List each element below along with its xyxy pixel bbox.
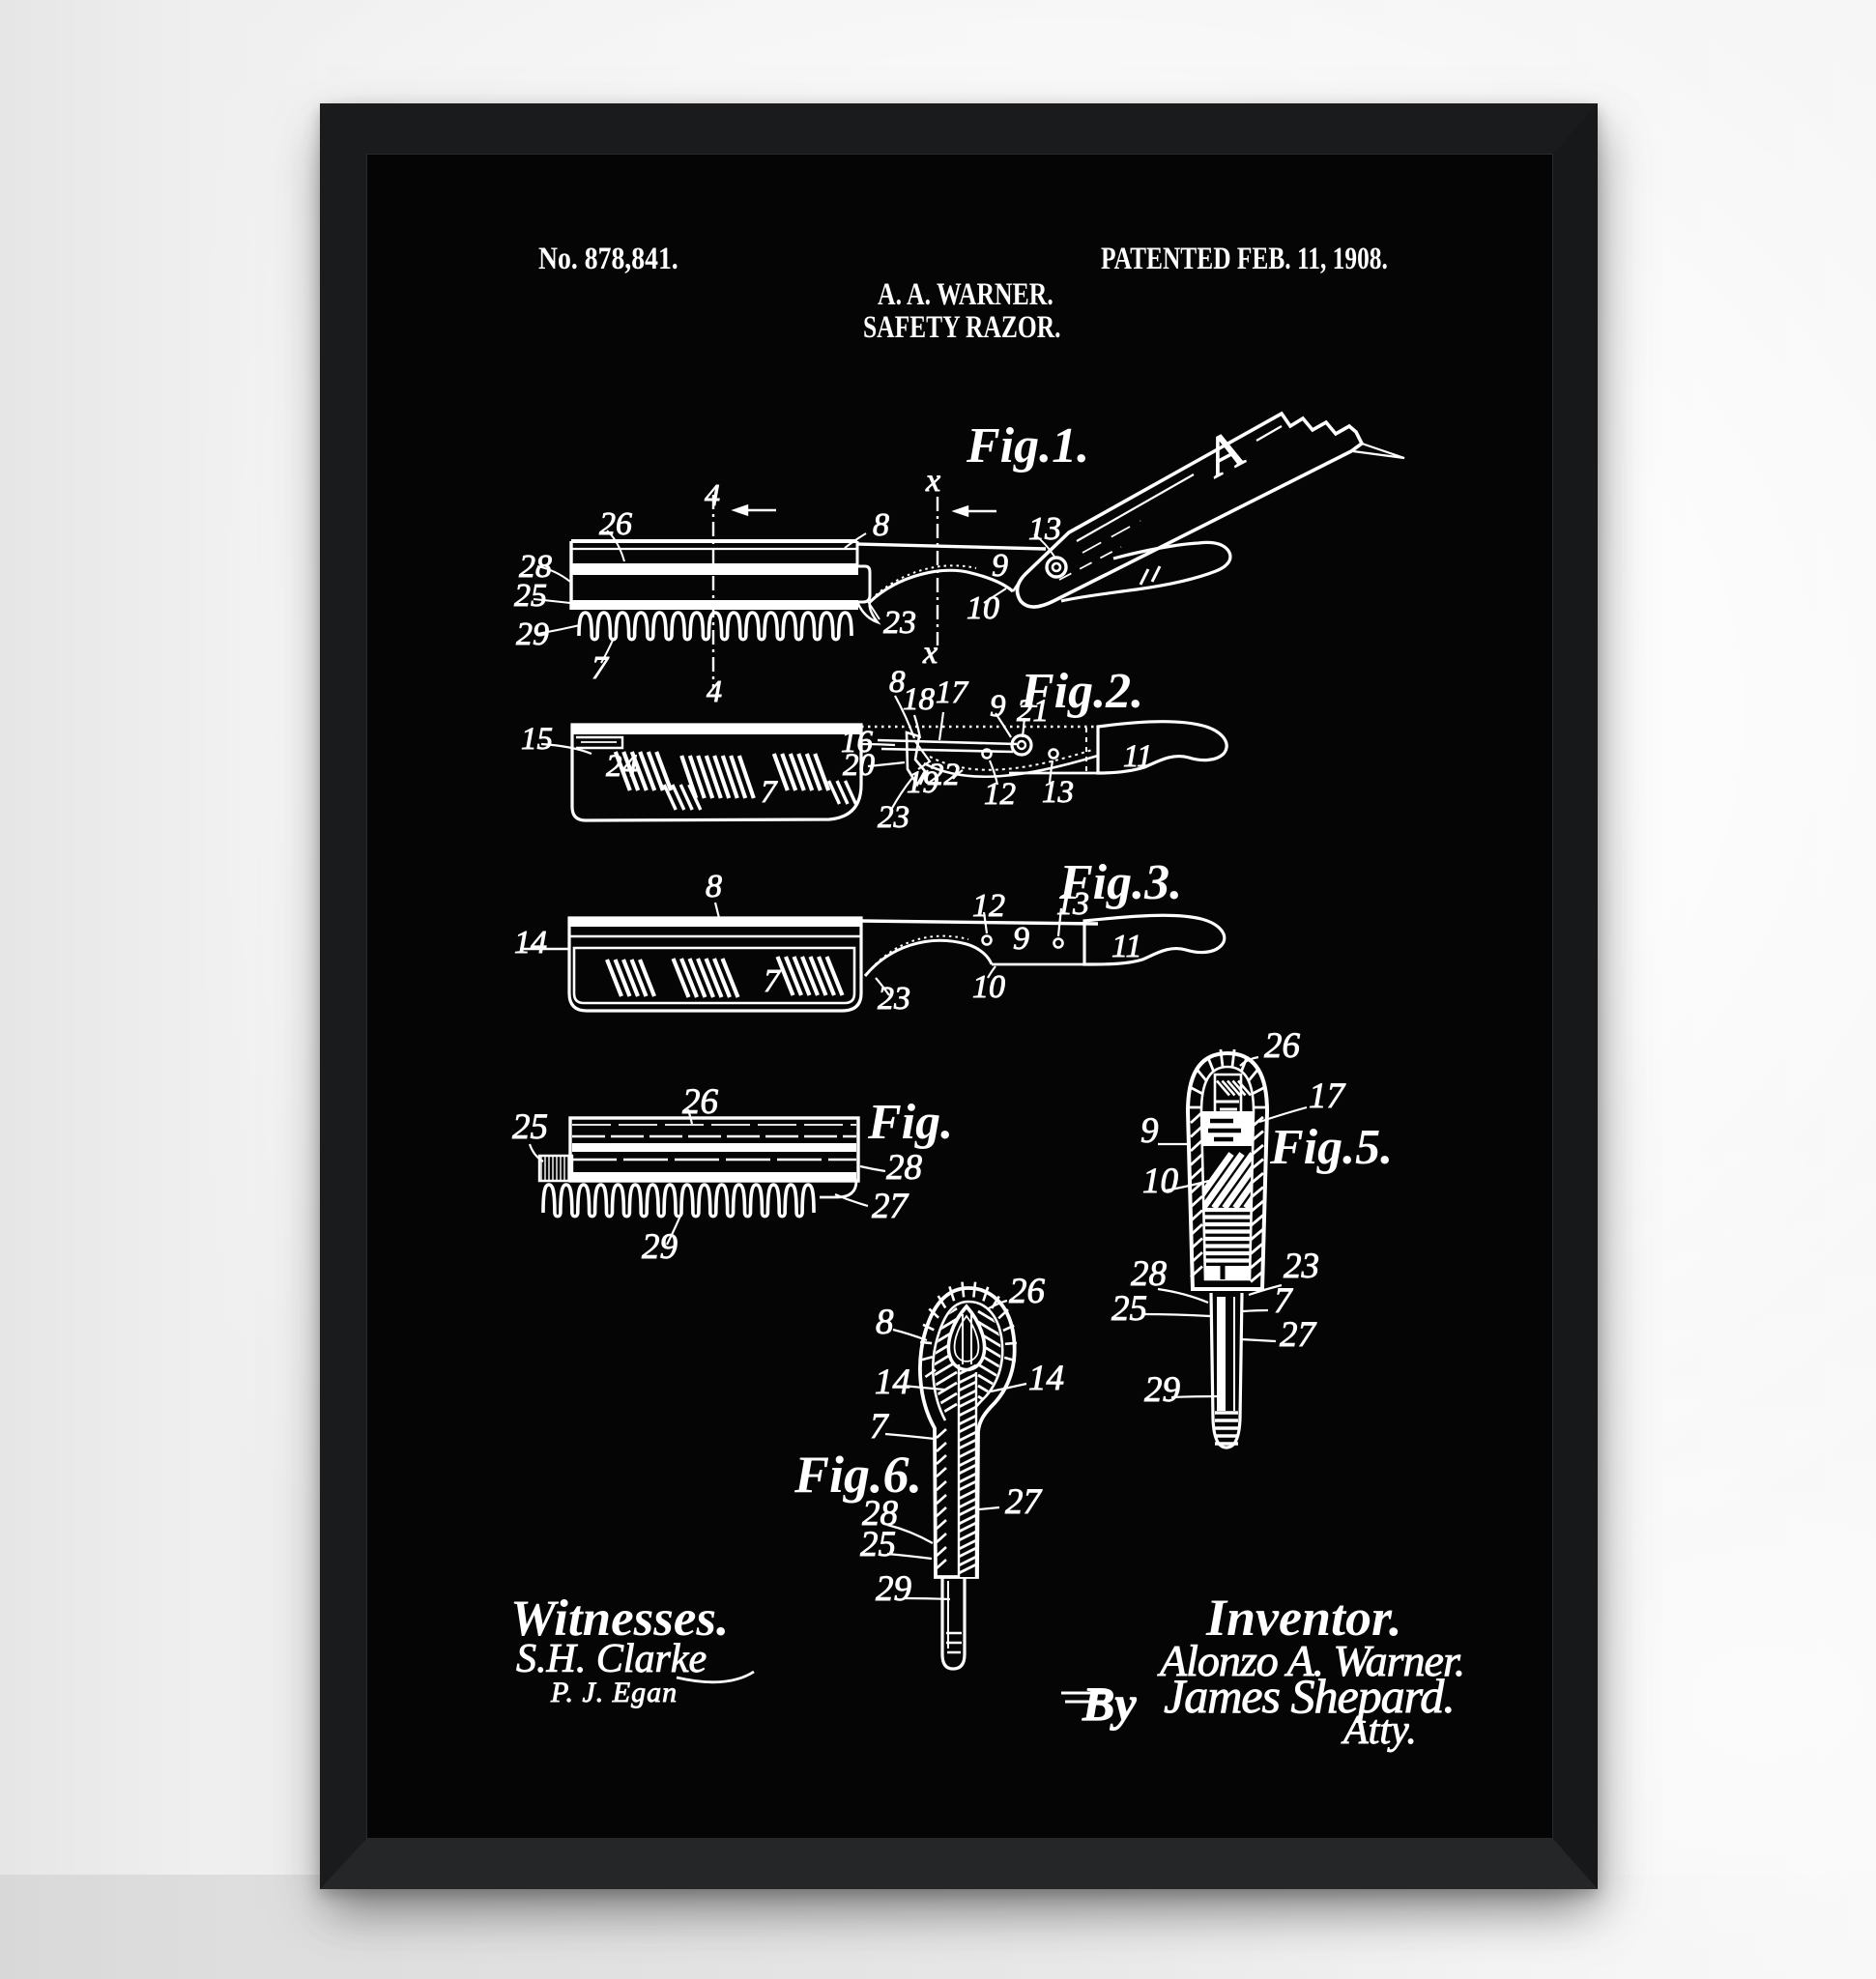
svg-text:9: 9 — [1013, 921, 1029, 957]
svg-text:28: 28 — [862, 1494, 899, 1534]
svg-text:25: 25 — [860, 1525, 896, 1564]
svg-text:26: 26 — [682, 1082, 719, 1122]
svg-text:20: 20 — [843, 748, 876, 783]
svg-text:S.H. Clarke: S.H. Clarke — [516, 1637, 707, 1681]
svg-text:x: x — [922, 635, 938, 671]
svg-text:14: 14 — [514, 925, 547, 961]
svg-text:16: 16 — [841, 725, 874, 760]
svg-text:7: 7 — [1274, 1281, 1293, 1321]
svg-text:27: 27 — [1280, 1315, 1317, 1355]
svg-text:28: 28 — [519, 549, 552, 585]
svg-text:13: 13 — [1028, 511, 1061, 547]
svg-text:29: 29 — [876, 1569, 911, 1609]
svg-text:Inventor.: Inventor. — [1205, 1589, 1402, 1647]
svg-text:21: 21 — [1017, 694, 1049, 729]
svg-text:4: 4 — [705, 477, 720, 512]
svg-text:19: 19 — [907, 765, 938, 800]
svg-text:Fig.6.: Fig.6. — [794, 1446, 922, 1504]
svg-text:11: 11 — [1123, 739, 1153, 774]
svg-text:29: 29 — [516, 617, 549, 652]
svg-text:PATENTED FEB. 11, 1908.: PATENTED FEB. 11, 1908. — [1101, 242, 1388, 276]
svg-text:13: 13 — [1042, 775, 1074, 810]
svg-text:Fig.: Fig. — [867, 1095, 953, 1150]
svg-text:7: 7 — [764, 963, 782, 999]
svg-text:15: 15 — [521, 722, 553, 757]
svg-text:25: 25 — [514, 578, 547, 614]
svg-text:7: 7 — [870, 1407, 889, 1447]
svg-text:23: 23 — [883, 605, 916, 641]
svg-text:Fig.2.: Fig.2. — [1020, 664, 1143, 719]
svg-text:9: 9 — [992, 548, 1008, 584]
svg-text:17: 17 — [936, 675, 969, 710]
svg-text:23: 23 — [878, 981, 910, 1017]
svg-text:SAFETY RAZOR.: SAFETY RAZOR. — [863, 310, 1061, 345]
svg-text:23: 23 — [1284, 1247, 1319, 1286]
svg-text:12: 12 — [984, 777, 1016, 812]
svg-text:10: 10 — [967, 590, 999, 626]
svg-text:By: By — [1082, 1677, 1137, 1731]
svg-text:8: 8 — [889, 665, 906, 700]
svg-text:Fig.1.: Fig.1. — [966, 418, 1089, 473]
svg-text:28: 28 — [886, 1148, 923, 1188]
svg-text:P. J. Egan: P. J. Egan — [550, 1677, 678, 1708]
svg-text:Atty.: Atty. — [1341, 1708, 1417, 1753]
svg-text:27: 27 — [872, 1187, 909, 1226]
svg-text:26: 26 — [599, 506, 632, 542]
svg-text:8: 8 — [706, 869, 722, 904]
svg-text:29: 29 — [1144, 1370, 1180, 1410]
svg-text:26: 26 — [1009, 1272, 1046, 1311]
svg-text:9: 9 — [1140, 1111, 1159, 1151]
svg-text:10: 10 — [1142, 1162, 1179, 1201]
svg-text:7: 7 — [761, 775, 778, 810]
svg-text:10: 10 — [972, 969, 1005, 1005]
svg-text:27: 27 — [1005, 1482, 1043, 1522]
svg-text:Fig.5.: Fig.5. — [1269, 1120, 1393, 1175]
svg-text:Witnesses.: Witnesses. — [510, 1591, 729, 1647]
svg-text:17: 17 — [1309, 1076, 1346, 1116]
svg-text:x: x — [925, 463, 940, 499]
svg-text:25: 25 — [512, 1107, 548, 1147]
svg-text:29: 29 — [642, 1227, 678, 1267]
svg-text:12: 12 — [972, 888, 1005, 924]
svg-text:25: 25 — [1111, 1289, 1147, 1329]
svg-text:Fig.3.: Fig.3. — [1058, 855, 1182, 910]
svg-text:23: 23 — [878, 800, 909, 835]
svg-text:9: 9 — [990, 689, 1006, 724]
svg-text:24: 24 — [606, 749, 638, 784]
svg-text:14: 14 — [1028, 1359, 1064, 1398]
svg-text:A. A. WARNER.: A. A. WARNER. — [878, 277, 1053, 312]
svg-text:22: 22 — [928, 758, 960, 792]
svg-text:7: 7 — [592, 650, 610, 686]
svg-text:Alonzo A. Warner.: Alonzo A. Warner. — [1157, 1636, 1464, 1685]
svg-text:28: 28 — [1131, 1254, 1168, 1294]
svg-text:A: A — [1192, 419, 1254, 490]
svg-text:James Shepard.: James Shepard. — [1164, 1669, 1455, 1723]
svg-text:8: 8 — [873, 507, 889, 543]
svg-text:8: 8 — [876, 1303, 894, 1342]
svg-text:26: 26 — [1264, 1026, 1301, 1066]
svg-text:11: 11 — [1111, 929, 1141, 964]
svg-text:13: 13 — [1056, 886, 1089, 922]
svg-text:18: 18 — [903, 682, 936, 717]
svg-text:4: 4 — [707, 674, 722, 708]
svg-text:No. 878,841.: No. 878,841. — [538, 241, 678, 276]
svg-text:14: 14 — [875, 1362, 910, 1402]
